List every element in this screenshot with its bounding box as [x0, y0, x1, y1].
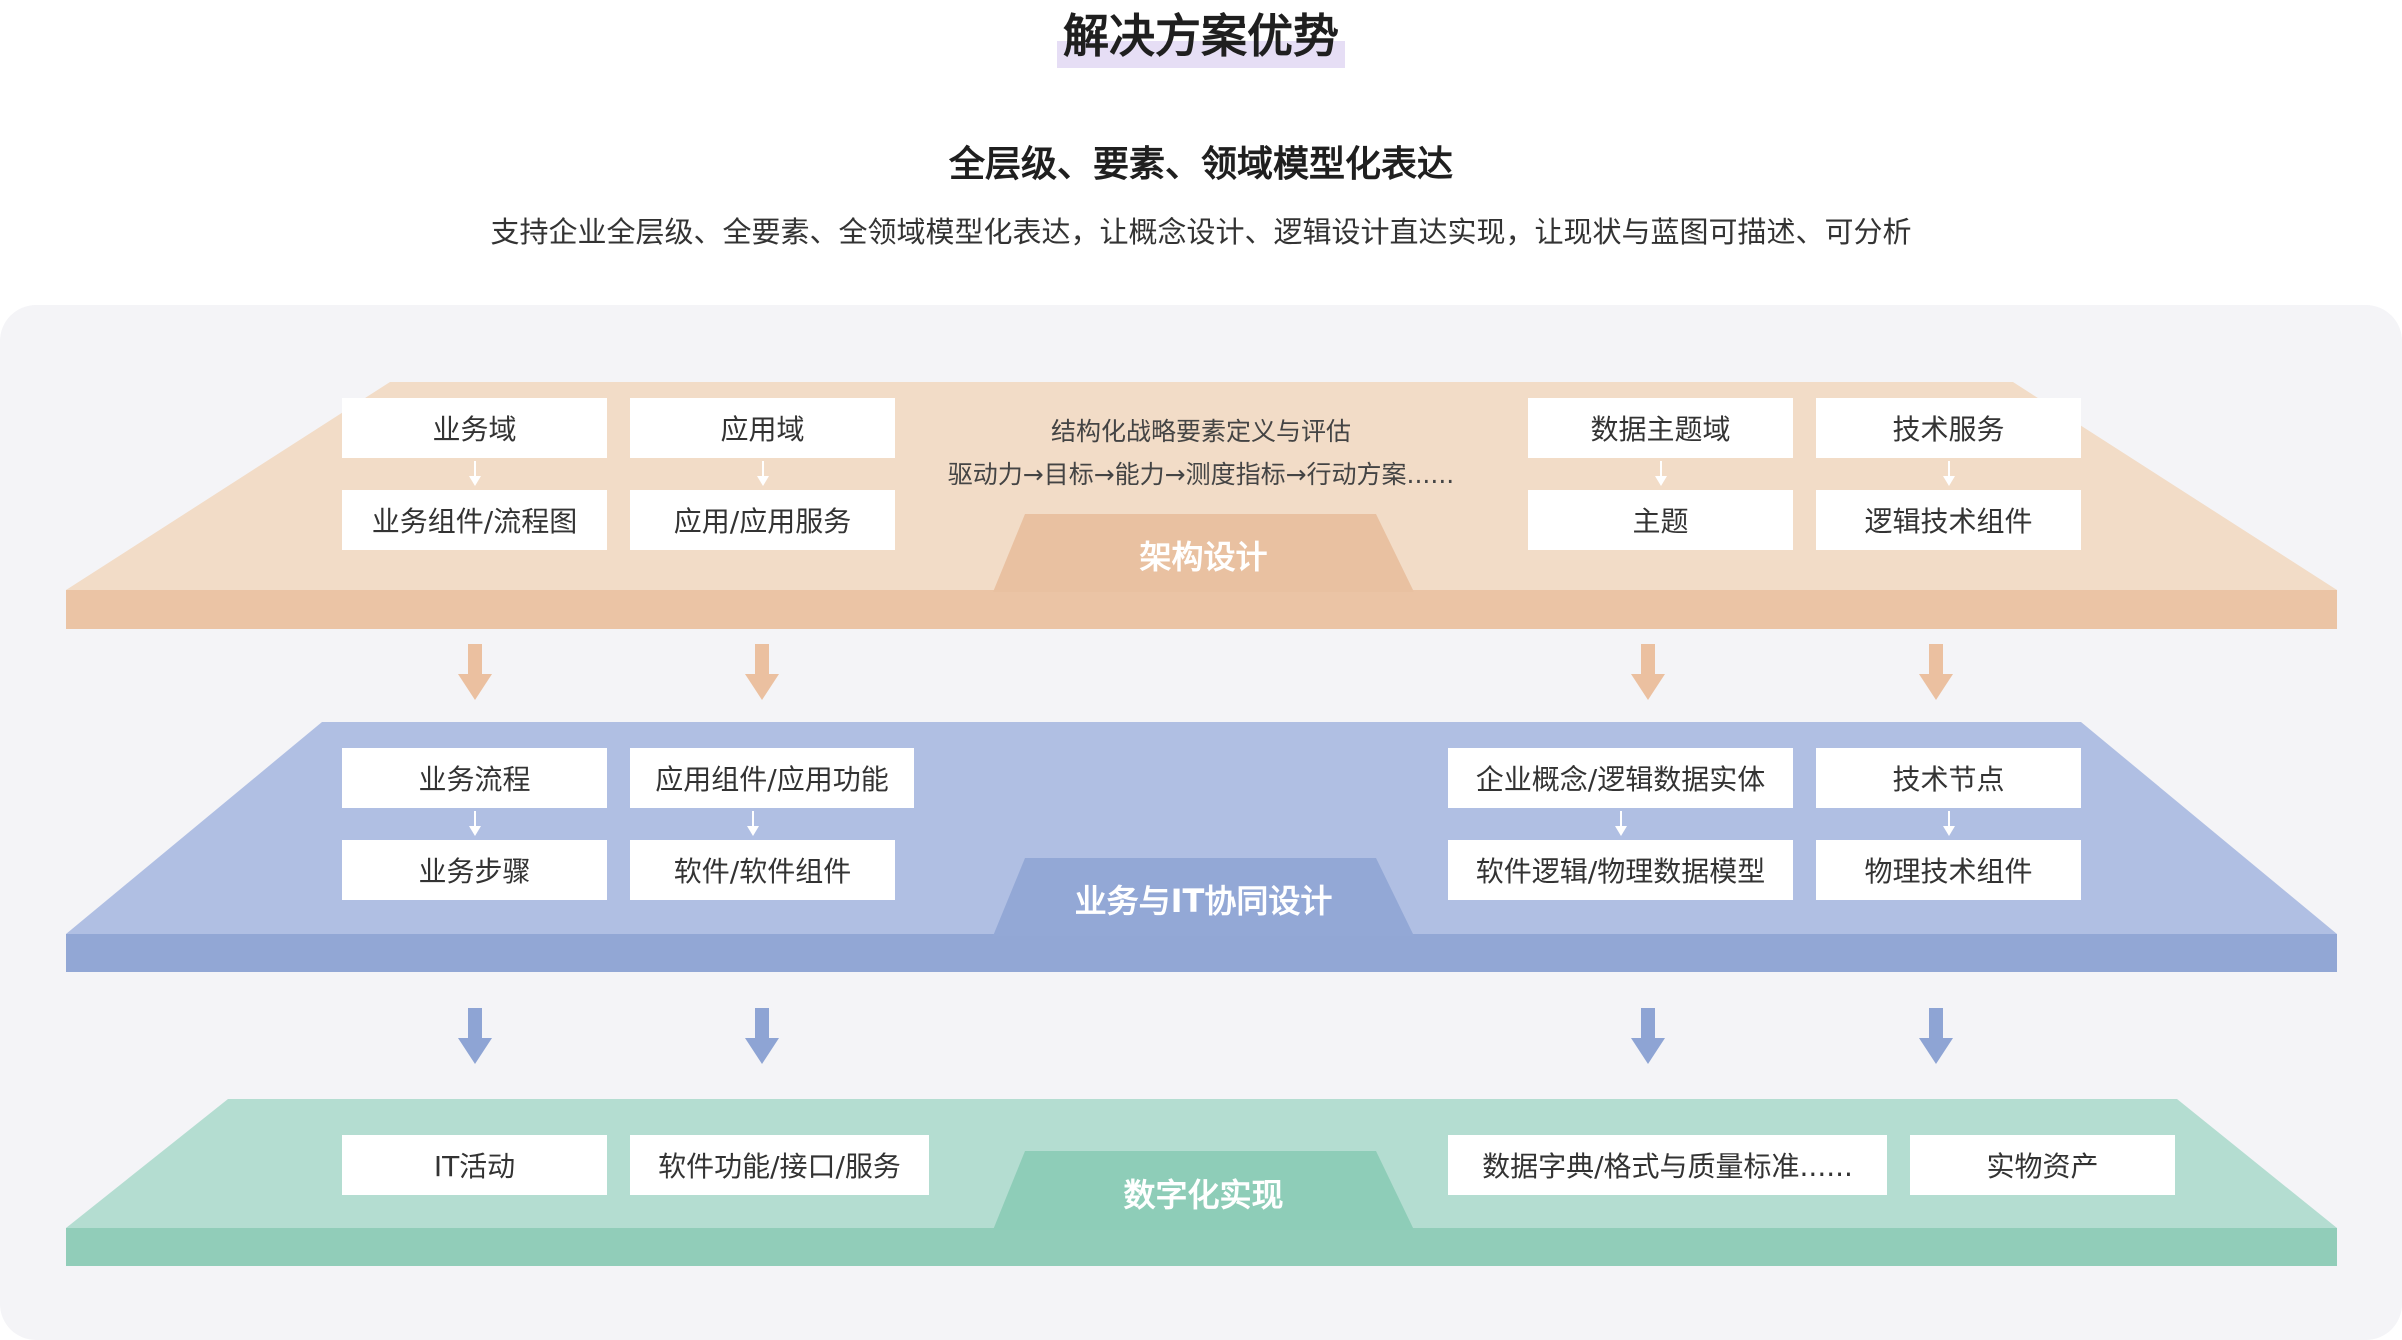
page-title: 解决方案优势: [0, 4, 2402, 68]
arrow-down-icon: [458, 1008, 492, 1064]
box-data-dictionary: 数据字典/格式与质量标准......: [1448, 1135, 1887, 1195]
arrow-down-icon: [1943, 811, 1955, 837]
box-tech-node: 技术节点: [1816, 748, 2081, 808]
layer-implementation-label: 数字化实现: [1123, 1176, 1284, 1214]
arrow-down-icon: [747, 811, 759, 837]
layer-collaboration-side: [66, 934, 2337, 972]
box-physical-tech-component: 物理技术组件: [1816, 840, 2081, 900]
arrow-down-icon: [469, 461, 481, 487]
arrow-down-icon: [1919, 644, 1953, 700]
box-business-step: 业务步骤: [342, 840, 607, 900]
box-it-activity: IT活动: [342, 1135, 607, 1195]
layer-implementation-side: [66, 1228, 2337, 1266]
arrow-down-icon: [469, 811, 481, 837]
box-physical-data-model: 软件逻辑/物理数据模型: [1448, 840, 1793, 900]
arrow-down-icon: [745, 1008, 779, 1064]
box-business-domain: 业务域: [342, 398, 607, 458]
box-technical-service: 技术服务: [1816, 398, 2081, 458]
box-logical-tech-component: 逻辑技术组件: [1816, 490, 2081, 550]
box-data-subject-domain: 数据主题域: [1528, 398, 1793, 458]
strategy-note-line2: 驱动力→目标→能力→测度指标→行动方案......: [947, 460, 1455, 489]
box-business-process: 业务流程: [342, 748, 607, 808]
section-subtitle: 全层级、要素、领域模型化表达: [948, 144, 1453, 185]
layer-collaboration-label: 业务与IT协同设计: [1074, 882, 1333, 920]
box-physical-asset: 实物资产: [1910, 1135, 2175, 1195]
box-enterprise-concept: 企业概念/逻辑数据实体: [1448, 748, 1793, 808]
strategy-note-line1: 结构化战略要素定义与评估: [1050, 417, 1351, 446]
box-software-function: 软件功能/接口/服务: [630, 1135, 929, 1195]
arrow-down-icon: [1655, 461, 1667, 487]
box-business-component: 业务组件/流程图: [342, 490, 607, 550]
layer-collaboration-label-bg: [993, 858, 1414, 936]
layer-implementation-label-bg: [993, 1151, 1414, 1230]
box-application-service: 应用/应用服务: [630, 490, 895, 550]
arrow-down-icon: [757, 461, 769, 487]
arrow-down-icon: [1615, 811, 1627, 837]
arrow-down-icon: [1919, 1008, 1953, 1064]
arrow-down-icon: [1631, 644, 1665, 700]
layer-architecture-label: 架构设计: [1139, 538, 1268, 576]
arrow-down-icon: [745, 644, 779, 700]
layer-architecture-side: [66, 590, 2337, 629]
section-description: 支持企业全层级、全要素、全领域模型化表达，让概念设计、逻辑设计直达实现，让现状与…: [490, 215, 1912, 249]
box-app-component-function: 应用组件/应用功能: [630, 748, 914, 808]
arrow-down-icon: [458, 644, 492, 700]
box-subject: 主题: [1528, 490, 1793, 550]
box-software-component: 软件/软件组件: [630, 840, 895, 900]
layer-architecture-label-bg: [993, 514, 1414, 592]
page-title-text: 解决方案优势: [1057, 4, 1345, 68]
box-application-domain: 应用域: [630, 398, 895, 458]
arrow-down-icon: [1631, 1008, 1665, 1064]
arrow-down-icon: [1943, 461, 1955, 487]
